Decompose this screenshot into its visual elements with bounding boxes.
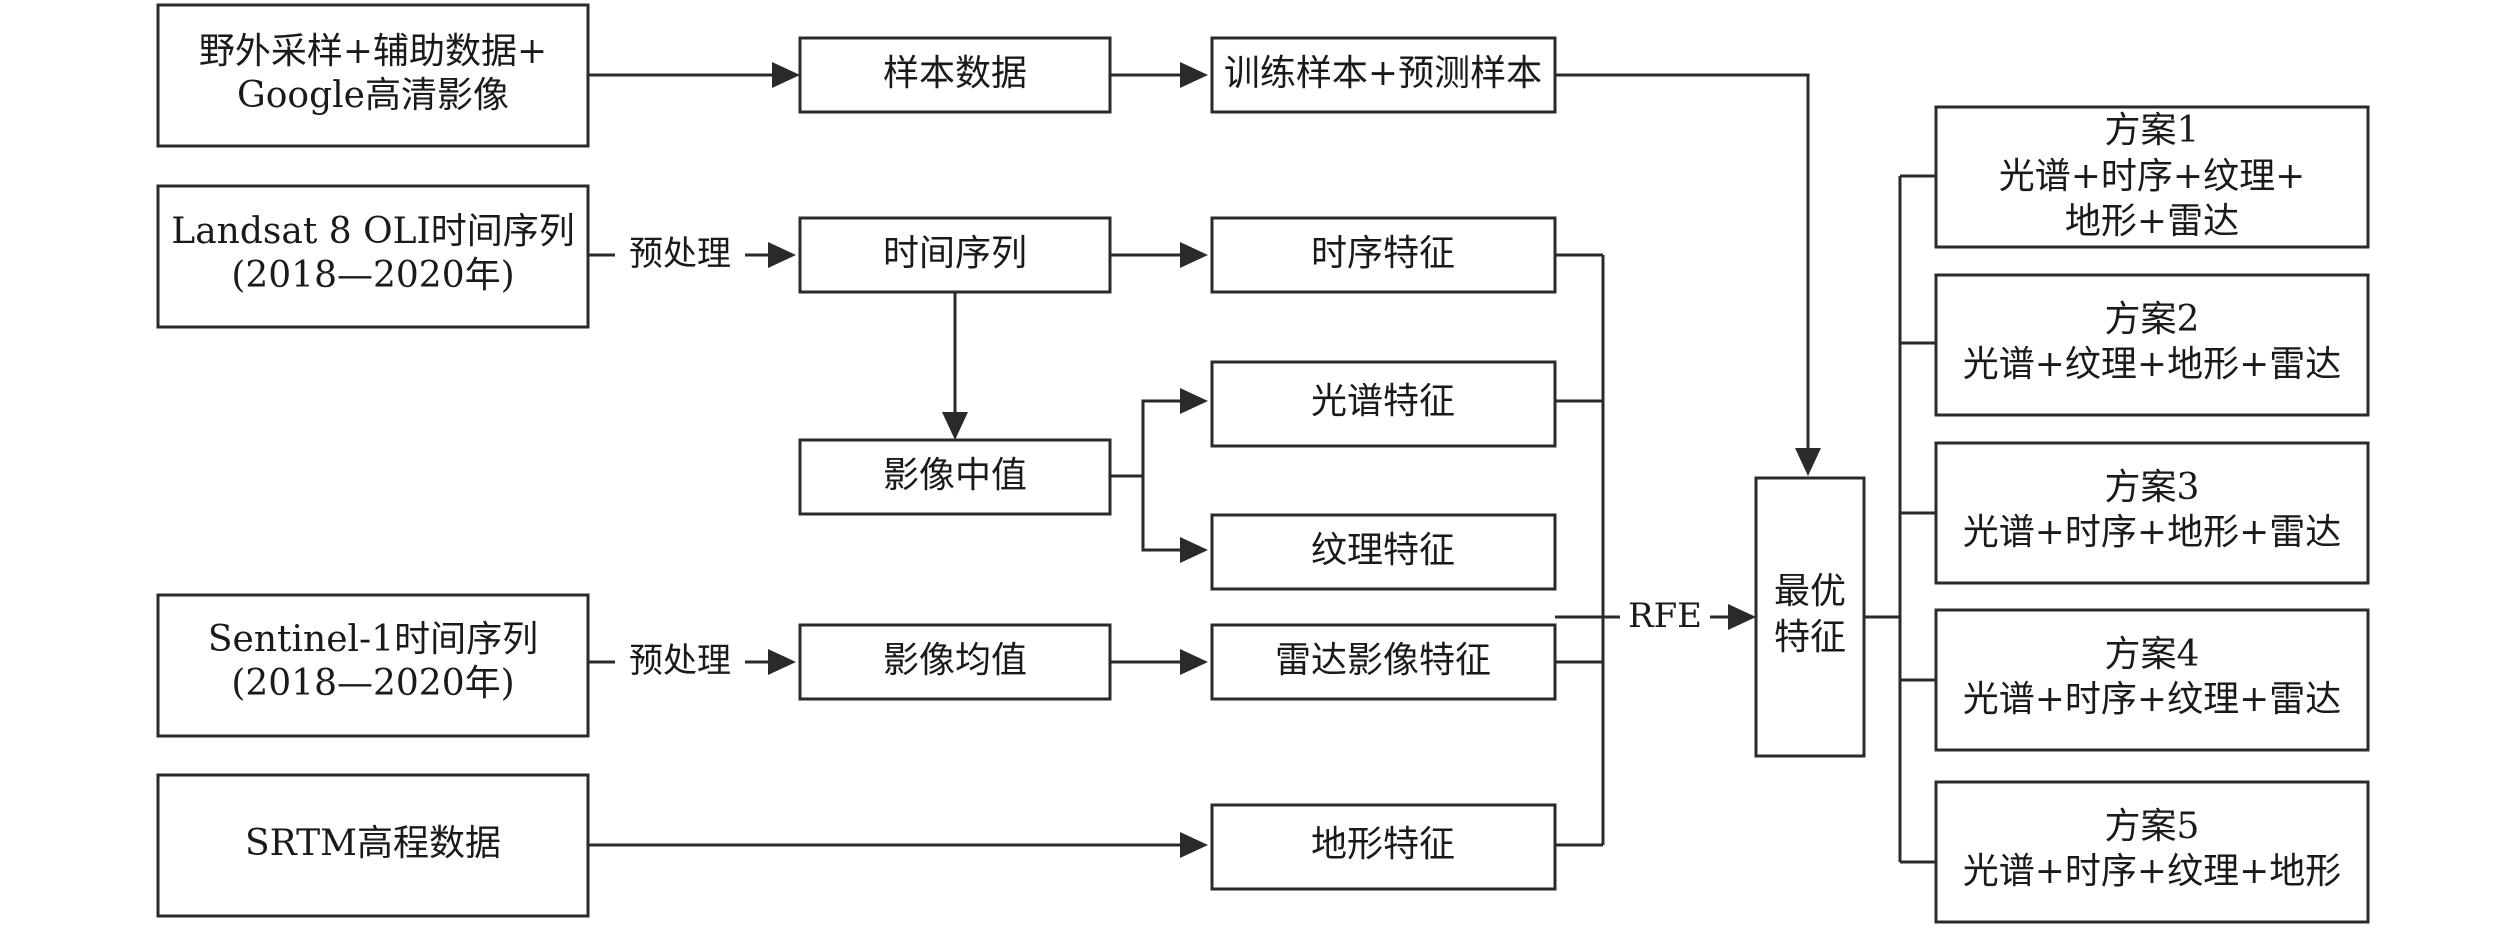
scheme-3: 方案3 光谱+时序+地形+雷达 <box>1934 441 2370 585</box>
scheme-1-title: 方案1 <box>2105 110 2200 151</box>
connectors <box>588 62 1936 864</box>
arrowhead <box>1180 832 1208 858</box>
node-texture-feature-label: 纹理特征 <box>1311 530 1455 571</box>
edge-train-to-optimal <box>1555 73 1810 448</box>
edge-median-to-spectral <box>1141 399 1180 476</box>
node-image-mean-label: 影像均值 <box>883 640 1027 681</box>
node-train-test: 训练样本+预测样本 <box>1210 36 1557 114</box>
node-field-data: 野外采样+辅助数据+ Google高清影像 <box>156 3 590 148</box>
node-sample-data: 样本数据 <box>798 36 1112 114</box>
scheme-2-title: 方案2 <box>2105 299 2200 340</box>
node-srtm-label: SRTM高程数据 <box>245 823 501 864</box>
node-temporal-feature: 时序特征 <box>1210 216 1557 294</box>
node-image-median-label: 影像中值 <box>883 455 1027 496</box>
node-terrain-feature-label: 地形特征 <box>1311 824 1455 865</box>
arrowhead <box>1180 537 1208 563</box>
node-sentinel: Sentinel-1时间序列 (2018—2020年) <box>156 593 590 738</box>
node-sentinel-line2: (2018—2020年) <box>231 663 514 704</box>
scheme-1-line2: 地形+雷达 <box>2065 201 2239 242</box>
arrowhead <box>1180 242 1208 268</box>
node-optimal-feature: 最优 特征 <box>1754 476 1866 758</box>
edge-median-to-texture <box>1141 476 1180 552</box>
node-sample-data-label: 样本数据 <box>883 53 1027 94</box>
arrowhead <box>1180 649 1208 675</box>
arrowhead <box>1728 604 1756 630</box>
arrowhead <box>768 242 796 268</box>
edge-labels: 预处理 预处理 RFE <box>615 232 1710 685</box>
arrowhead <box>768 649 796 675</box>
node-optimal-feature-line1: 最优 <box>1774 571 1846 612</box>
scheme-1: 方案1 光谱+时序+纹理+ 地形+雷达 <box>1934 105 2370 249</box>
scheme-3-title: 方案3 <box>2105 467 2200 508</box>
node-landsat: Landsat 8 OLI时间序列 (2018—2020年) <box>156 184 590 329</box>
arrowhead <box>942 412 968 440</box>
arrowhead <box>1180 388 1208 414</box>
node-time-series-label: 时间序列 <box>883 233 1027 274</box>
scheme-3-line1: 光谱+时序+地形+雷达 <box>1963 512 2342 553</box>
edge-label-rfe: RFE <box>1628 596 1702 636</box>
node-terrain-feature: 地形特征 <box>1210 803 1557 891</box>
scheme-1-line1: 光谱+时序+纹理+ <box>1999 156 2306 197</box>
scheme-4: 方案4 光谱+时序+纹理+雷达 <box>1934 608 2370 752</box>
node-field-data-line1: 野外采样+辅助数据+ <box>199 31 547 72</box>
node-texture-feature: 纹理特征 <box>1210 513 1557 591</box>
node-time-series: 时间序列 <box>798 216 1112 294</box>
node-radar-feature-label: 雷达影像特征 <box>1275 640 1491 681</box>
scheme-4-line1: 光谱+时序+纹理+雷达 <box>1963 679 2342 720</box>
node-field-data-line2: Google高清影像 <box>237 75 509 116</box>
node-spectral-feature: 光谱特征 <box>1210 360 1557 448</box>
node-sentinel-line1: Sentinel-1时间序列 <box>208 619 538 660</box>
node-landsat-line1: Landsat 8 OLI时间序列 <box>171 211 574 252</box>
node-optimal-feature-line2: 特征 <box>1774 617 1846 658</box>
node-train-test-label: 训练样本+预测样本 <box>1224 53 1542 94</box>
node-srtm: SRTM高程数据 <box>156 773 590 918</box>
edge-label-preprocess-landsat: 预处理 <box>629 234 731 274</box>
node-radar-feature: 雷达影像特征 <box>1210 623 1557 701</box>
node-temporal-feature-label: 时序特征 <box>1311 233 1455 274</box>
arrowhead <box>1180 62 1208 88</box>
scheme-4-title: 方案4 <box>2105 634 2200 675</box>
node-image-median: 影像中值 <box>798 438 1112 516</box>
scheme-5-title: 方案5 <box>2105 806 2200 847</box>
scheme-5-line1: 光谱+时序+纹理+地形 <box>1963 851 2342 892</box>
arrowhead <box>772 62 800 88</box>
edge-label-preprocess-sentinel: 预处理 <box>629 641 731 681</box>
node-spectral-feature-label: 光谱特征 <box>1311 381 1455 422</box>
scheme-2-line1: 光谱+纹理+地形+雷达 <box>1963 344 2342 385</box>
arrowhead <box>1795 448 1821 476</box>
node-landsat-line2: (2018—2020年) <box>231 255 514 296</box>
scheme-5: 方案5 光谱+时序+纹理+地形 <box>1934 780 2370 924</box>
node-image-mean: 影像均值 <box>798 623 1112 701</box>
scheme-2: 方案2 光谱+纹理+地形+雷达 <box>1934 273 2370 417</box>
